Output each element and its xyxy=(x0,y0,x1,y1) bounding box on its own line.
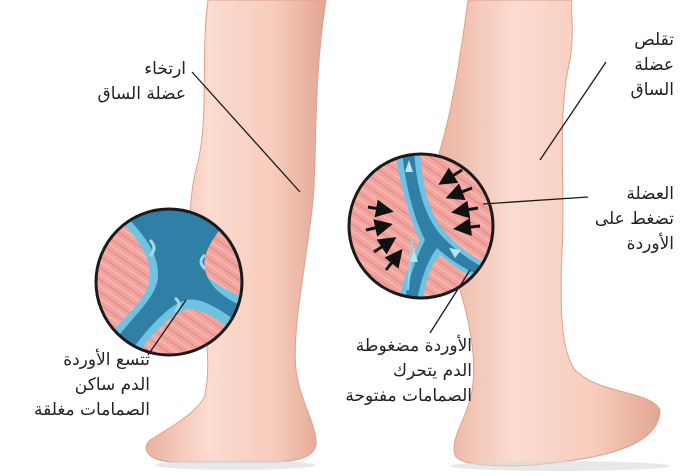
label-contracted-calf: تقلص عضلة الساق xyxy=(631,28,674,103)
label-contracted-state: الأوردة مضغوطة الدم يتحرك الصمامات مفتوح… xyxy=(345,334,472,409)
label-right-state-line3: الصمامات مفتوحة xyxy=(345,384,472,409)
label-relaxed-line1: ارتخاء xyxy=(98,57,186,82)
label-contracted-line3: الساق xyxy=(631,78,674,103)
label-press-line2: تضغط على xyxy=(595,207,674,232)
label-relaxed-state: تتسع الأوردة الدم ساكن الصمامات مغلقة xyxy=(34,348,150,423)
label-relaxed-calf: ارتخاء عضلة الساق xyxy=(98,57,186,107)
label-press-line3: الأوردة xyxy=(595,232,674,257)
label-contracted-line1: تقلص xyxy=(631,28,674,53)
label-left-state-line2: الدم ساكن xyxy=(34,373,150,398)
label-relaxed-line2: عضلة الساق xyxy=(98,82,186,107)
label-right-state-line2: الدم يتحرك xyxy=(345,359,472,384)
label-press-line1: العضلة xyxy=(595,182,674,207)
label-contracted-line2: عضلة xyxy=(631,53,674,78)
label-right-state-line1: الأوردة مضغوطة xyxy=(345,334,472,359)
label-muscle-presses: العضلة تضغط على الأوردة xyxy=(595,182,674,257)
label-left-state-line3: الصمامات مغلقة xyxy=(34,398,150,423)
label-left-state-line1: تتسع الأوردة xyxy=(34,348,150,373)
